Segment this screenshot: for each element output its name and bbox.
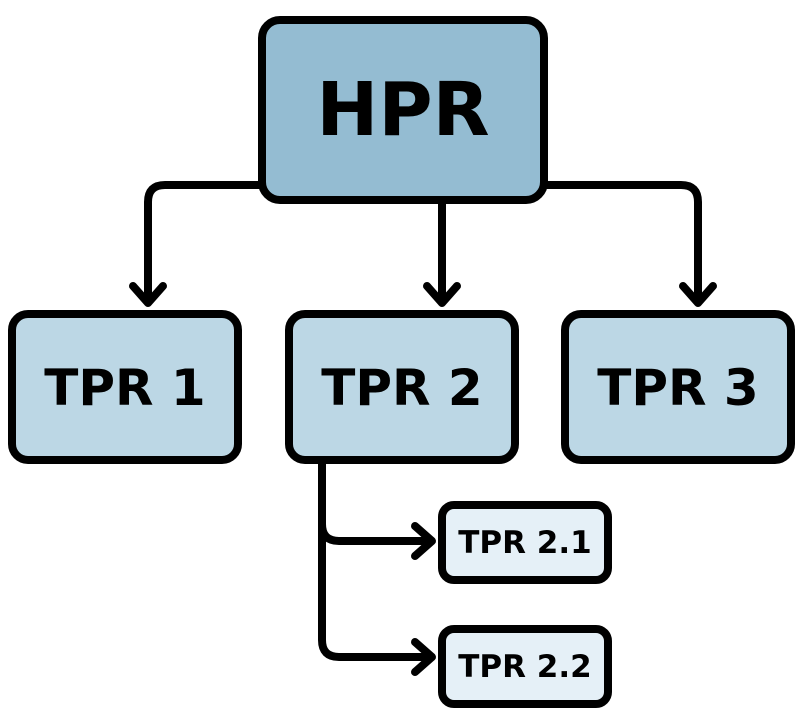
- node-tpr1: TPR 1: [8, 310, 242, 464]
- edge-tpr2-to-tpr2-2-arrowhead: [411, 638, 436, 676]
- node-tpr1-box: [8, 310, 242, 464]
- node-tpr2-1: TPR 2.1: [438, 501, 612, 584]
- node-tpr2-2: TPR 2.2: [438, 625, 612, 708]
- node-tpr2-1-box: [438, 501, 612, 584]
- node-tpr1-label: TPR 1: [44, 359, 205, 417]
- edge-tpr2-trunk: [318, 458, 432, 661]
- node-tpr2-2-box: [438, 625, 612, 708]
- node-tpr2-label: TPR 2: [321, 359, 482, 417]
- node-hpr-box: [258, 16, 548, 204]
- edge-hpr-to-tpr3-arrowhead: [679, 282, 717, 307]
- edge-hpr-to-tpr1: [144, 181, 266, 304]
- node-tpr2: TPR 2: [285, 310, 519, 464]
- node-hpr-label: HPR: [316, 67, 489, 153]
- edge-tpr2-to-tpr2-1: [318, 520, 432, 545]
- connectors: [129, 181, 717, 676]
- node-tpr3-box: [561, 310, 795, 464]
- edge-hpr-to-tpr3: [541, 181, 702, 304]
- node-hpr: HPR: [258, 16, 548, 204]
- edge-hpr-to-tpr1-arrowhead: [129, 282, 167, 307]
- edge-tpr2-to-tpr2-1-arrowhead: [411, 522, 436, 560]
- node-tpr2-box: [285, 310, 519, 464]
- node-tpr2-1-label: TPR 2.1: [458, 525, 591, 561]
- node-tpr2-2-label: TPR 2.2: [458, 649, 591, 685]
- node-tpr3: TPR 3: [561, 310, 795, 464]
- node-tpr3-label: TPR 3: [597, 359, 758, 417]
- edge-hpr-to-tpr2-arrowhead: [423, 282, 461, 307]
